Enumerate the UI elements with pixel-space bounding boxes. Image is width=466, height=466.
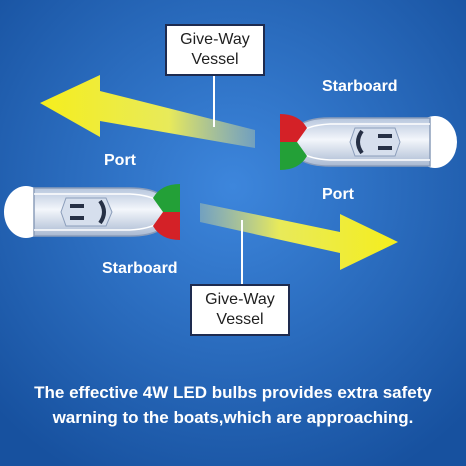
caption-line1: The effective 4W LED bulbs provides extr… xyxy=(34,383,432,402)
caption: The effective 4W LED bulbs provides extr… xyxy=(0,380,466,430)
bottom-box-line2: Vessel xyxy=(216,311,264,328)
lower-course-arrow xyxy=(200,203,398,270)
caption-line2: warning to the boats,which are approachi… xyxy=(52,408,414,427)
top-box-line1: Give-Way xyxy=(180,31,250,48)
port-light-icon xyxy=(280,114,307,142)
starboard-light-icon xyxy=(280,142,307,170)
starboard-light-icon xyxy=(153,184,180,212)
lower-boat-starboard-label: Starboard xyxy=(102,260,178,277)
lower-boat-port-label: Port xyxy=(104,152,136,169)
top-give-way-label: Give-Way Vessel xyxy=(165,24,265,76)
top-box-line2: Vessel xyxy=(191,51,239,68)
port-light-icon xyxy=(153,212,180,240)
upper-boat-port-label: Port xyxy=(322,186,354,203)
upper-boat-starboard-label: Starboard xyxy=(322,78,398,95)
upper-course-arrow xyxy=(40,75,255,148)
lower-boat xyxy=(4,184,180,240)
bottom-box-line1: Give-Way xyxy=(205,291,275,308)
bottom-give-way-label: Give-Way Vessel xyxy=(190,284,290,336)
upper-boat xyxy=(280,114,457,170)
